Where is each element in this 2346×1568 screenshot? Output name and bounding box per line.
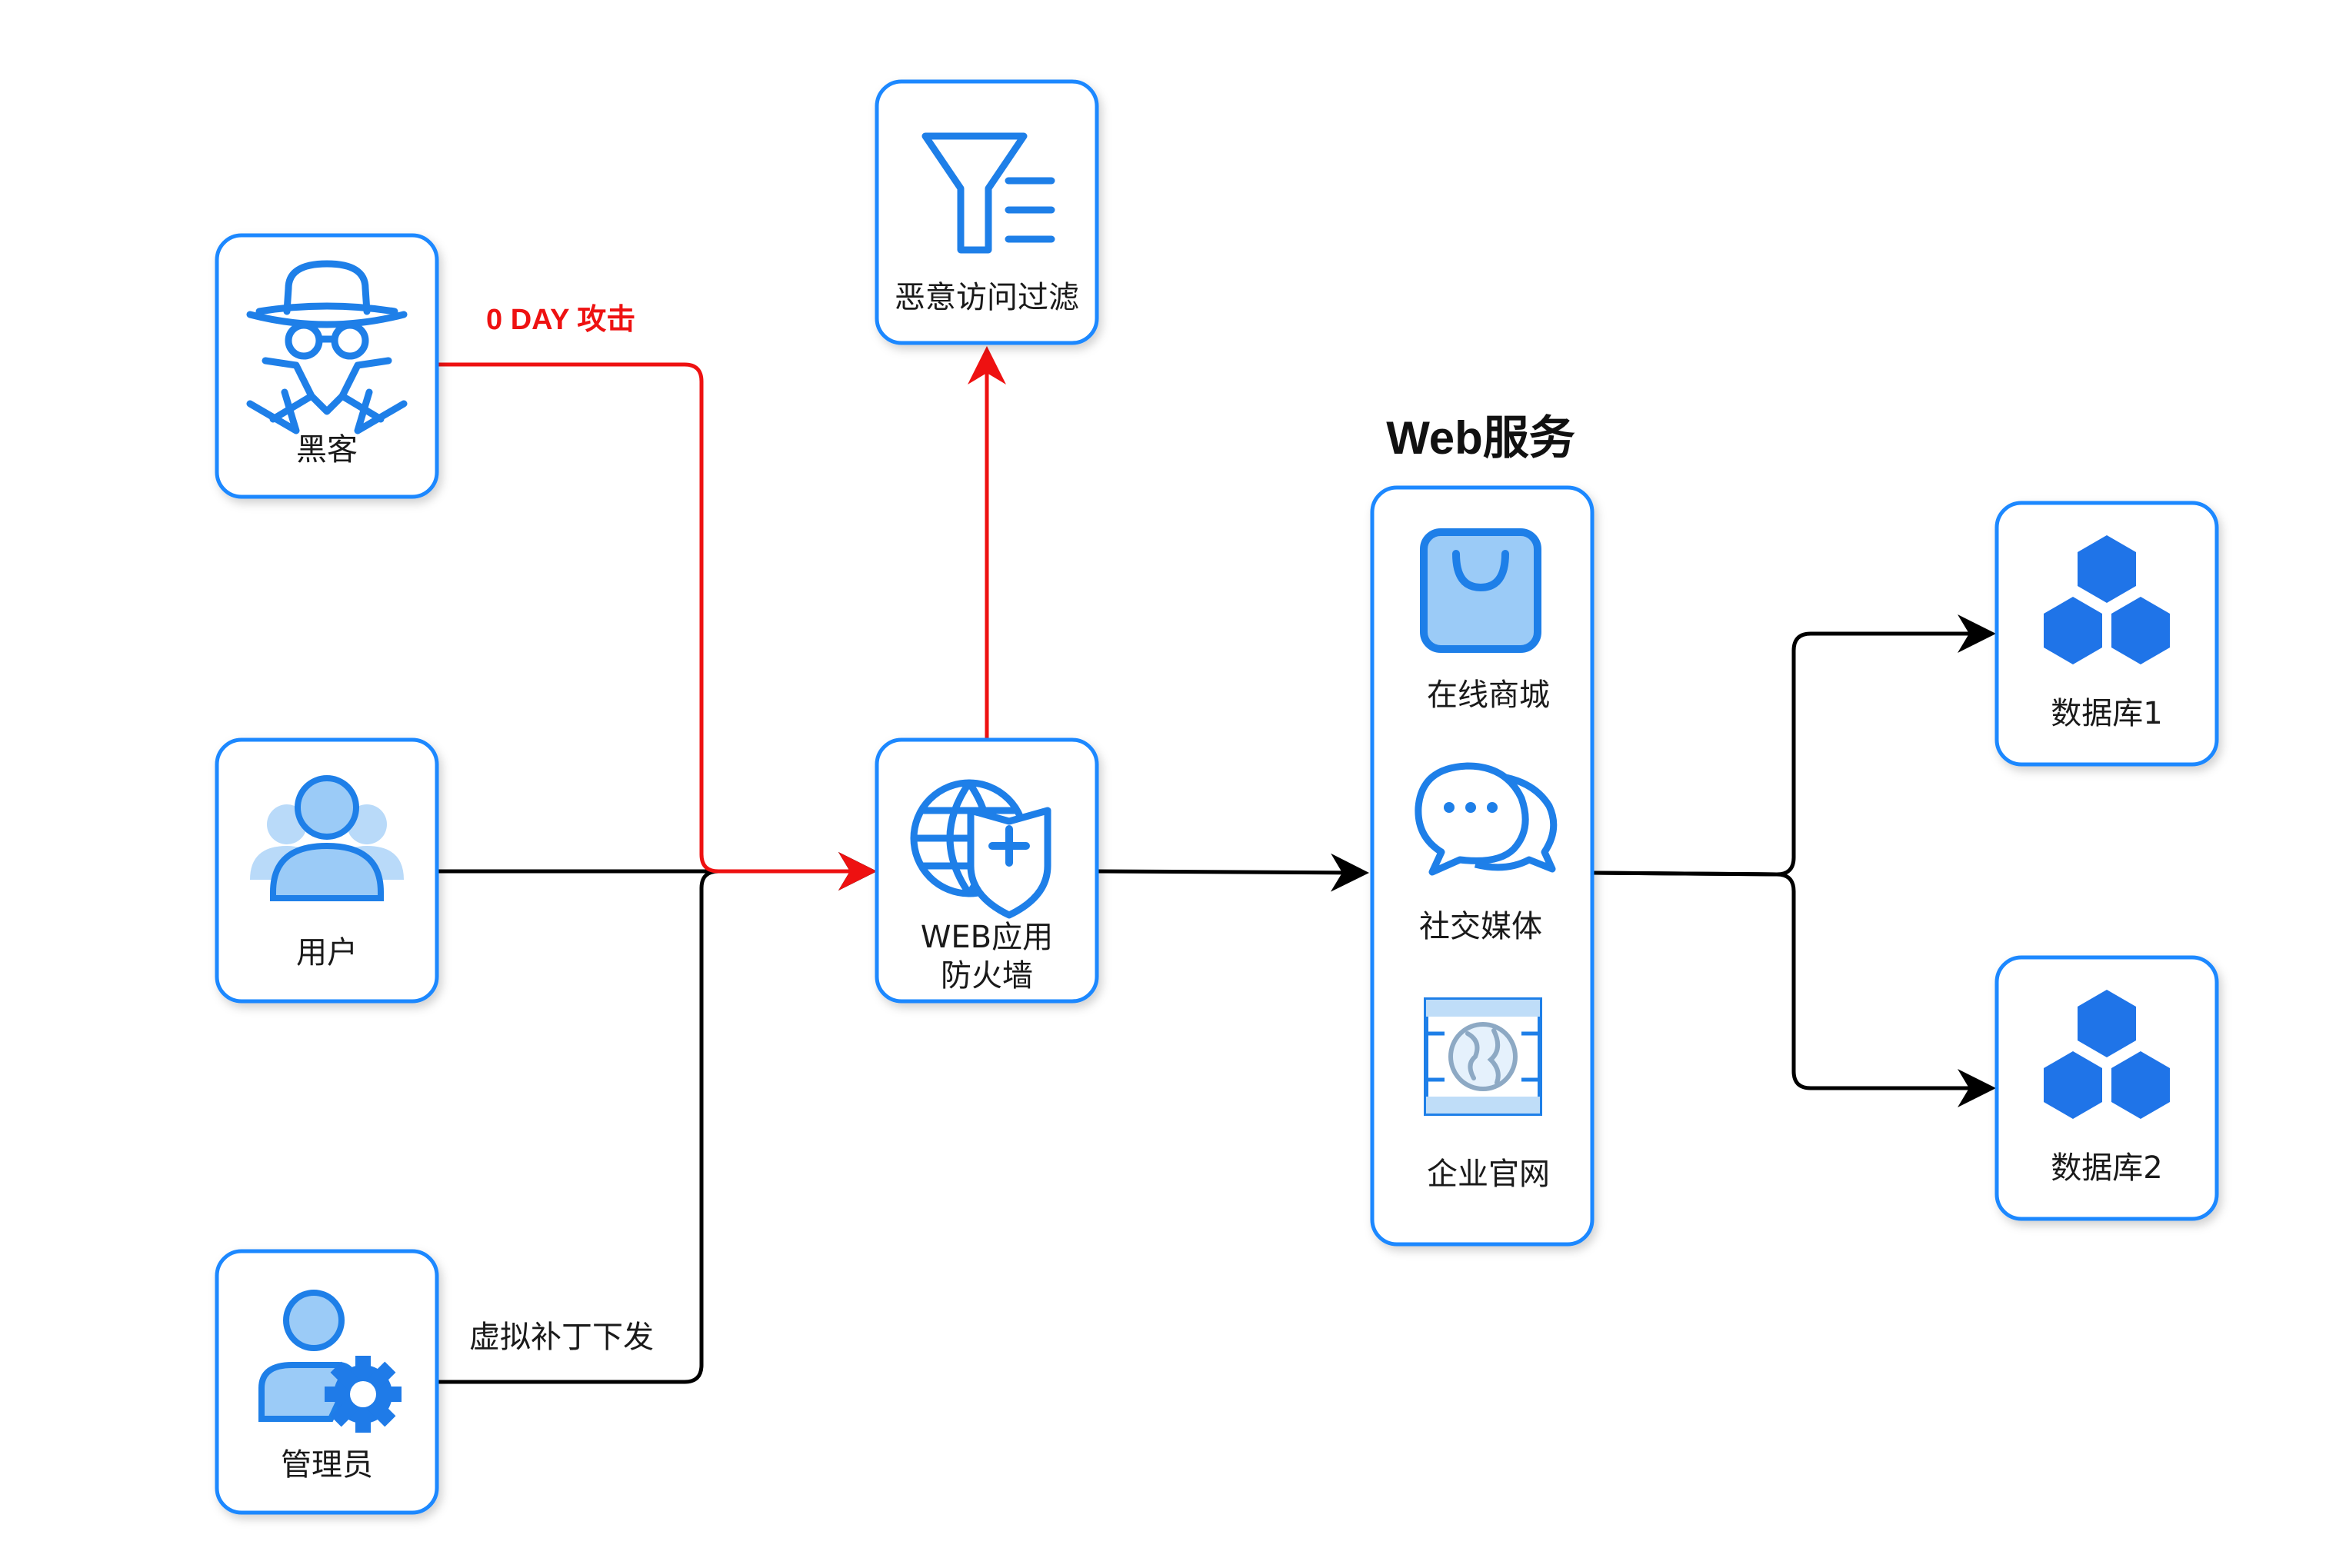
web-globe-icon [1424,997,1542,1116]
web-service-group[interactable]: 在线商城 社交媒体 企业官网 [1370,485,1595,1247]
admin-node[interactable]: 管理员 [215,1249,439,1515]
waf-node[interactable]: WEB应用 防火墙 [875,737,1099,1004]
web-service-title: Web服务 [1386,412,1575,464]
user-node[interactable]: 用户 [215,737,439,1004]
user-label: 用户 [296,935,358,970]
filter-label: 恶意访问过滤 [895,280,1079,315]
hexagon-cluster-icon [2044,990,2170,1119]
edge-hacker-to-waf [437,362,877,891]
waf-label-line2: 防火墙 [941,958,1033,994]
edge-webservice-to-db2 [1591,871,1996,1107]
globe-shield-icon [910,779,1051,919]
web-service-item-label: 社交媒体 [1419,909,1542,944]
db2-node[interactable]: 数据库2 [1994,955,2219,1221]
web-service-item-label: 企业官网 [1427,1157,1550,1192]
shopping-bag-icon [1420,528,1541,653]
admin-gear-icon [258,1290,402,1433]
filter-node[interactable]: 恶意访问过滤 [875,79,1099,345]
filter-list-icon [921,132,1055,254]
edge-webservice-to-db1 [1591,614,1996,877]
hacker-label: 黑客 [296,432,358,468]
waf-label-line1: WEB应用 [921,920,1053,955]
web-service-item-label: 在线商城 [1427,677,1550,713]
db2-label: 数据库2 [2051,1150,2162,1186]
patch-edge-label: 虚拟补丁下发 [469,1320,654,1355]
users-icon [250,775,404,901]
edge-waf-to-webservice [1098,853,1369,892]
db1-node[interactable]: 数据库1 [1994,501,2219,767]
hacker-node[interactable]: 黑客 [215,233,439,499]
hexagon-cluster-icon [2044,535,2170,664]
spy-icon [246,260,408,434]
attack-edge-label: 0 DAY 攻击 [486,304,635,336]
admin-label: 管理员 [281,1447,373,1483]
edge-admin-to-waf [437,852,877,1384]
chat-bubbles-icon [1415,762,1558,876]
db1-label: 数据库1 [2051,696,2162,731]
